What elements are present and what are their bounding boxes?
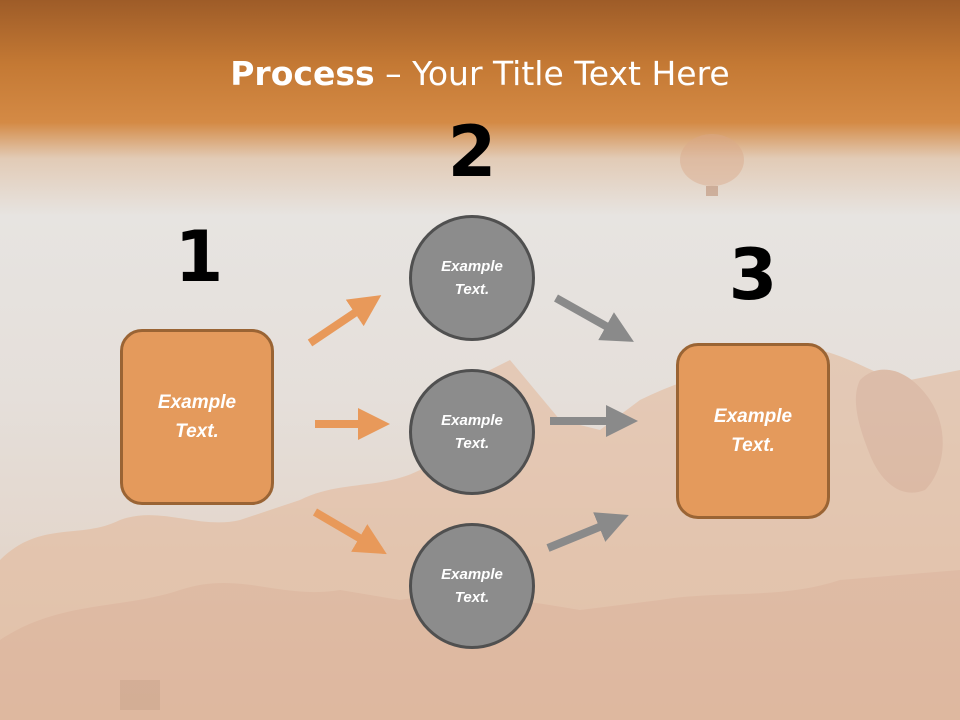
step-number-2: 2: [447, 111, 497, 193]
title-rest: – Your Title Text Here: [374, 54, 730, 93]
step1-box: Example Text.: [120, 329, 274, 505]
step3-box: Example Text.: [676, 343, 830, 519]
circle-bottom-text: Example Text.: [441, 566, 503, 606]
step1-box-text: Example Text.: [157, 392, 237, 442]
circle-middle-text: Example Text.: [441, 412, 503, 452]
title-bold: Process: [230, 54, 375, 93]
arrow-circle3-to-box3: [546, 512, 629, 552]
step2-circle-middle: Example Text.: [409, 369, 535, 495]
arrow-circle1-to-box3: [554, 294, 634, 342]
step-number-3: 3: [728, 234, 778, 316]
circle-top-text: Example Text.: [441, 258, 503, 298]
arrow-box1-to-circle1: [307, 295, 382, 347]
step3-box-text: Example Text.: [713, 406, 793, 456]
arrow-box1-to-circle3: [312, 508, 387, 555]
step2-circle-bottom: Example Text.: [409, 523, 535, 649]
slide-title: Process – Your Title Text Here: [0, 52, 960, 96]
step-number-1: 1: [174, 216, 224, 298]
step2-circle-top: Example Text.: [409, 215, 535, 341]
